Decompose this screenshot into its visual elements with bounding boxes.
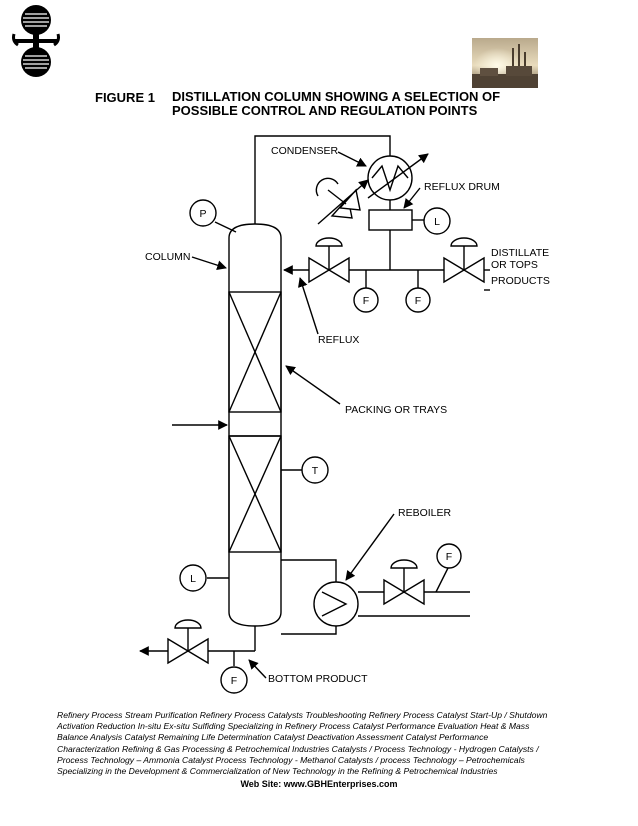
- instrument-flow-reflux: F: [363, 295, 369, 307]
- figure-title-line2: POSSIBLE CONTROL AND REGULATION POINTS: [172, 103, 478, 118]
- figure-title: DISTILLATION COLUMN SHOWING A SELECTION …: [172, 90, 532, 118]
- instrument-flow-distillate: F: [415, 295, 421, 307]
- distillation-diagram: P L F F T L F F: [139, 135, 490, 694]
- packing-section-lower: [228, 435, 282, 553]
- instrument-flow-bottom: F: [231, 675, 237, 687]
- label-bottom-product: BOTTOM PRODUCT: [268, 673, 368, 685]
- footer-line: Process Technology – Ammonia Catalyst Pr…: [57, 754, 525, 765]
- reflux-drum-vessel: [368, 209, 413, 231]
- refinery-photo: [472, 38, 538, 88]
- label-column: COLUMN: [145, 251, 191, 263]
- footer-line: Balance Analysis Catalyst Remaining Life…: [57, 732, 489, 743]
- packing-section-upper: [228, 291, 282, 413]
- instrument-flow-reboiler: F: [446, 551, 452, 563]
- figure-title-line1: DISTILLATION COLUMN SHOWING A SELECTION …: [172, 89, 501, 104]
- instrument-temperature: T: [312, 465, 319, 477]
- figure-label: FIGURE 1: [95, 90, 155, 105]
- label-distillate-3: PRODUCTS: [491, 275, 550, 287]
- company-logo: [12, 5, 60, 77]
- reboiler-unit: [313, 581, 359, 627]
- label-distillate-1: DISTILLATE: [491, 247, 550, 259]
- footer-line: Refinery Process Stream Purification Ref…: [57, 710, 548, 720]
- footer-line: Characterization Refining & Gas Processi…: [57, 743, 539, 754]
- website-link[interactable]: Web Site: www.GBHEnterprises.com: [240, 779, 398, 789]
- label-reboiler: REBOILER: [398, 507, 452, 519]
- instrument-level-drum: L: [434, 216, 440, 228]
- instrument-pressure: P: [199, 208, 206, 220]
- footer-text: Refinery Process Stream Purification Ref…: [57, 710, 592, 777]
- label-reflux: REFLUX: [318, 334, 360, 346]
- footer-line: Activation Reduction In-situ Ex-situ Sul…: [57, 721, 530, 732]
- label-packing: PACKING OR TRAYS: [345, 404, 448, 416]
- label-reflux-drum: REFLUX DRUM: [424, 181, 500, 193]
- footer-line: Specializing in the Development & Commer…: [57, 766, 498, 777]
- label-distillate-2: OR TOPS: [491, 259, 538, 271]
- column-vessel: [228, 223, 282, 627]
- instrument-level-column: L: [190, 573, 196, 585]
- label-condenser: CONDENSER: [271, 145, 339, 157]
